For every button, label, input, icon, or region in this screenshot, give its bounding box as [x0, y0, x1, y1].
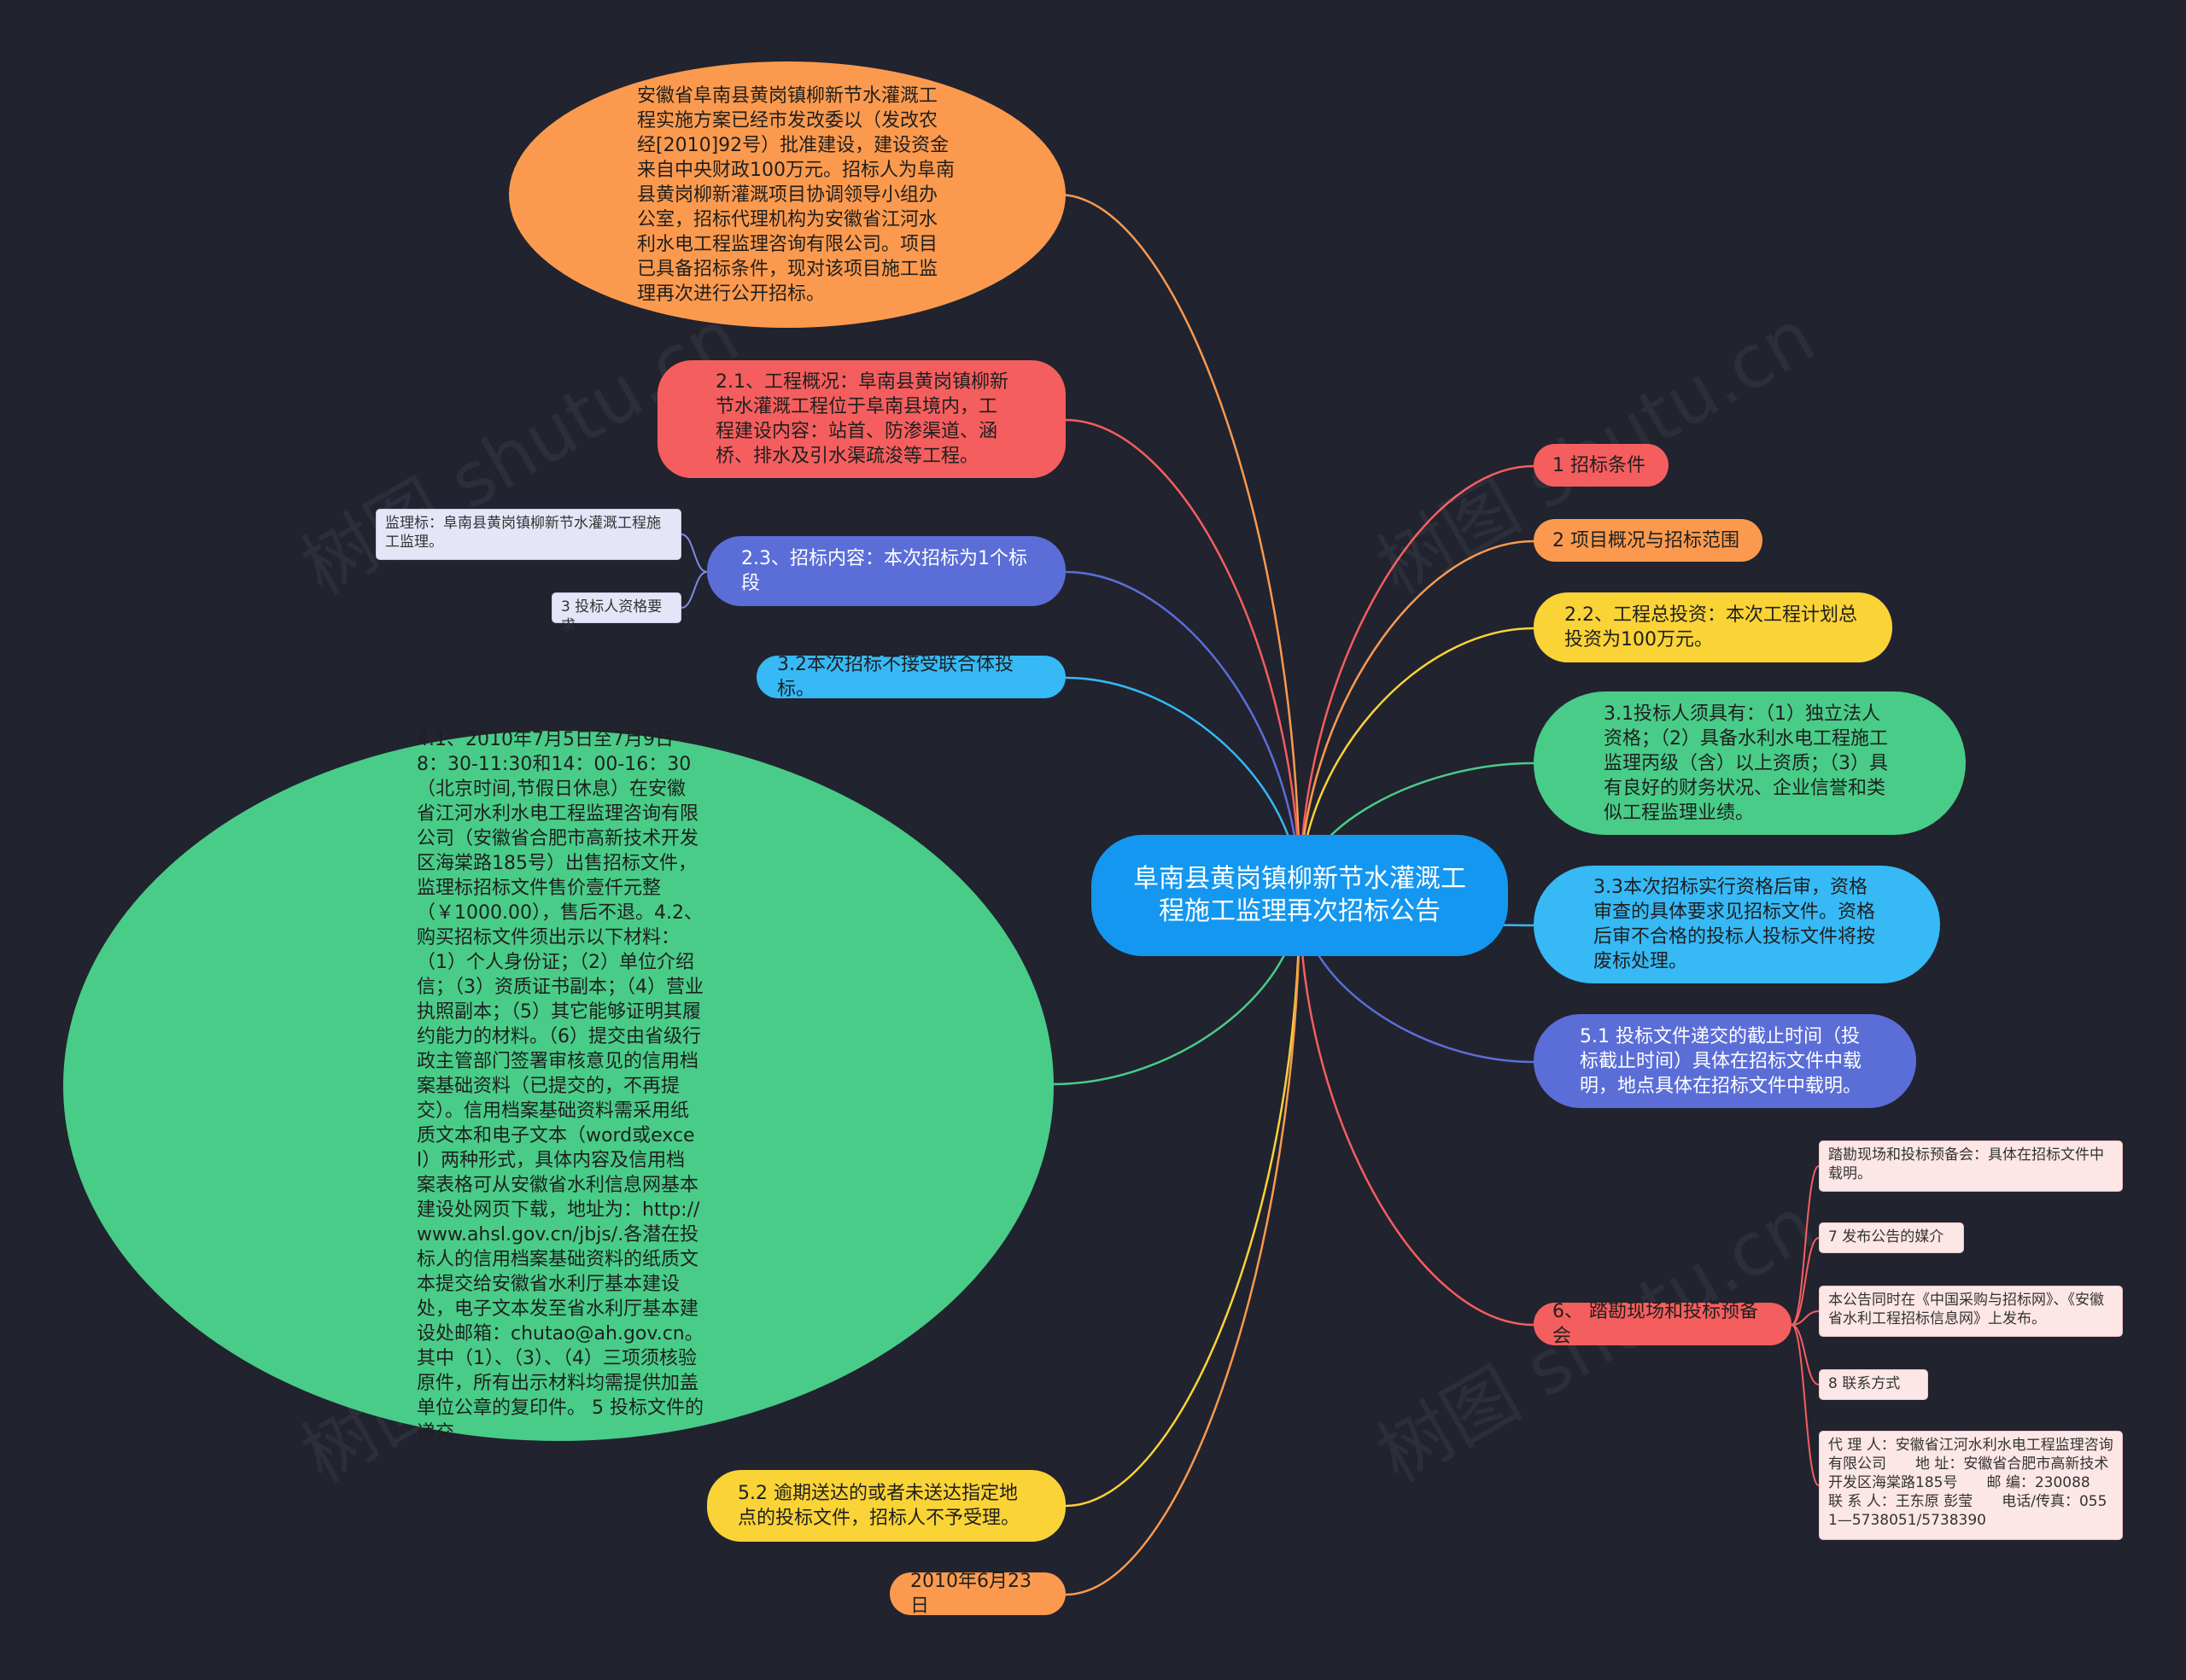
publication-media-label[interactable]: 7 发布公告的媒介	[1819, 1222, 1964, 1253]
topic-no-consortium[interactable]: 3.2本次招标不接受联合体投标。	[757, 654, 1066, 700]
connector-line	[1791, 1310, 1820, 1326]
topic-project-overview[interactable]: 2.1、工程概况：阜南县黄岗镇柳新节水灌溉工程位于阜南县境内，工程建设内容：站首…	[658, 360, 1066, 478]
topic-total-investment[interactable]: 2.2、工程总投资：本次工程计划总投资为100万元。	[1534, 592, 1892, 662]
topic-overview-scope[interactable]: 2 项目概况与招标范围	[1534, 519, 1762, 562]
topic-post-qualification[interactable]: 3.3本次招标实行资格后审，资格审查的具体要求见招标文件。资格后审不合格的投标人…	[1534, 866, 1940, 983]
bidder-qualification-label[interactable]: 3 投标人资格要求	[552, 592, 681, 634]
connector-line	[1298, 540, 1534, 897]
topic-date[interactable]: 2010年6月23日	[890, 1571, 1066, 1617]
root-topic-label: 阜南县黄岗镇柳新节水灌溉工程施工监理再次招标公告	[1133, 864, 1466, 926]
topic-bidder-requirements[interactable]: 3.1投标人须具有：（1）独立法人资格；（2）具备水利水电工程施工监理丙级（含）…	[1534, 691, 1966, 835]
connector-line	[1791, 1237, 1820, 1326]
connector-line	[1791, 1324, 1820, 1385]
connector-line	[1791, 1165, 1820, 1326]
connector-line	[1065, 895, 1301, 1508]
topic-bid-content[interactable]: 2.3、招标内容：本次招标为1个标段	[707, 536, 1066, 606]
bid-section-note[interactable]: 监理标：阜南县黄岗镇柳新节水灌溉工程施工监理。	[376, 509, 681, 560]
connector-line	[681, 534, 708, 573]
connector-line	[1065, 895, 1301, 1596]
topic-late-submission[interactable]: 5.2 逾期送达的或者未送达指定地点的投标文件，招标人不予受理。	[707, 1470, 1066, 1542]
connector-line	[1298, 464, 1534, 897]
site-visit-note[interactable]: 踏勘现场和投标预备会：具体在招标文件中载明。	[1819, 1140, 2123, 1192]
root-topic[interactable]: 阜南县黄岗镇柳新节水灌溉工程施工监理再次招标公告	[1091, 835, 1508, 956]
topic-bid-conditions[interactable]: 1 招标条件	[1534, 444, 1669, 487]
topic-site-visit[interactable]: 6、 踏勘现场和投标预备会	[1534, 1301, 1791, 1347]
publication-media-note[interactable]: 本公告同时在《中国采购与招标网》、《安徽省水利工程招标信息网》上发布。	[1819, 1286, 2123, 1337]
topic-bid-conditions-detail[interactable]: 安徽省阜南县黄岗镇柳新节水灌溉工程实施方案已经市发改委以（发改农经[2010]9…	[509, 61, 1066, 328]
connector-line	[1298, 895, 1534, 1327]
topic-submission-deadline[interactable]: 5.1 投标文件递交的截止时间（投标截止时间）具体在招标文件中载明，地点具体在招…	[1534, 1014, 1916, 1108]
connector-line	[1791, 1324, 1820, 1486]
contact-label[interactable]: 8 联系方式	[1819, 1369, 1928, 1400]
connector-line	[1065, 418, 1301, 897]
connector-line	[1065, 570, 1301, 897]
contact-details[interactable]: 代 理 人：安徽省江河水利水电工程监理咨询有限公司 地 址：安徽省合肥市高新技术…	[1819, 1431, 2123, 1540]
topic-bid-documents-sale[interactable]: 4.1、2010年7月5日至7月9日8：30-11:30和14：00-16：30…	[63, 729, 1054, 1444]
connector-line	[681, 571, 708, 609]
connector-line	[1058, 193, 1301, 897]
